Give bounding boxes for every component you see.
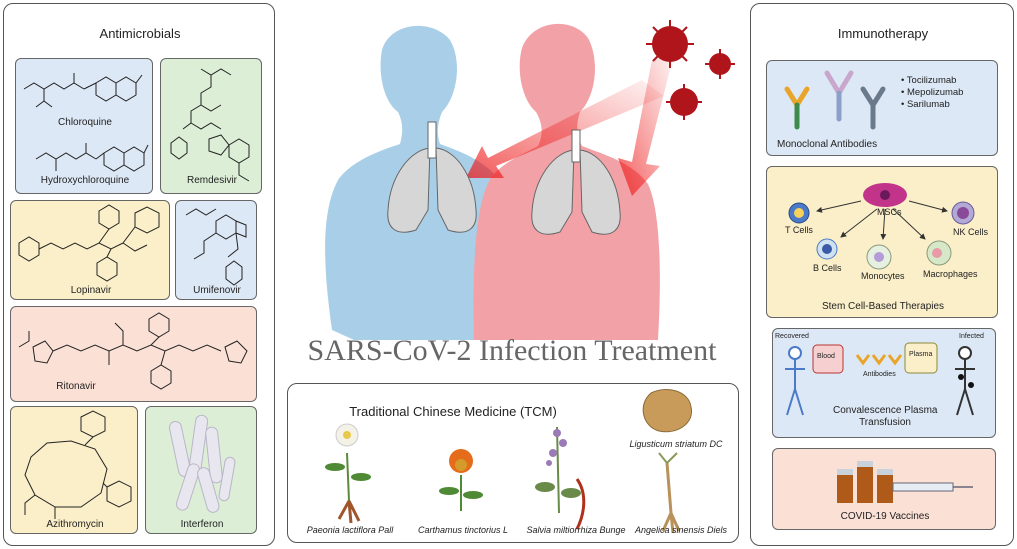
- ligusticum-root-image: [642, 389, 693, 433]
- tcm-plant-angelica: Angelica sinensis Diels: [634, 525, 728, 535]
- interferon-protein-image: [168, 414, 236, 513]
- tcm-title: Traditional Chinese Medicine (TCM): [349, 404, 557, 419]
- monoclonal-antibodies-box: • Tocilizumab • Mepolizumab • Sarilumab …: [766, 60, 998, 156]
- vaccine-vials-image: [837, 461, 973, 503]
- antibody-item: • Sarilumab: [901, 99, 950, 110]
- tcm-plant-ligusticum: Ligusticum striatum DC: [629, 439, 723, 449]
- interferon-box: Interferon: [145, 406, 257, 534]
- ritonavir-box: Ritonavir: [10, 306, 257, 402]
- lopinavir-structure: [18, 204, 160, 282]
- monocytes-label: Monocytes: [861, 271, 905, 281]
- infection-arrow: [618, 54, 674, 196]
- tcm-plant-salvia: Salvia miltiorrhiza Bunge: [526, 525, 626, 535]
- antimicrobials-title: Antimicrobials: [99, 26, 181, 41]
- plasma-transfusion-diagram: [785, 342, 975, 416]
- paeonia-plant-image: [325, 423, 371, 524]
- tcm-plants-illustration: [325, 389, 693, 534]
- remdesivir-structure: [170, 68, 250, 182]
- chloroquine-structure: [23, 73, 149, 172]
- plasma-transfusion-box: Recovered Infected Blood Plasma Antibodi…: [772, 328, 996, 438]
- plasma-title-line1: Convalescence Plasma: [833, 405, 938, 416]
- recovered-label: Recovered: [775, 333, 809, 340]
- salvia-plant-image: [535, 426, 586, 530]
- plasma-label: Plasma: [909, 351, 933, 358]
- stem-cell-box: MSCs T Cells NK Cells B Cells Monocytes …: [766, 166, 998, 318]
- nk-cells-label: NK Cells: [953, 227, 989, 237]
- antibodies-image: [784, 70, 886, 130]
- vaccines-label: COVID-19 Vaccines: [840, 511, 930, 522]
- vaccines-box: COVID-19 Vaccines: [772, 448, 996, 530]
- transmission-arrow: [466, 80, 664, 178]
- lungs-healthy: [387, 121, 477, 233]
- tcm-plant-carthamus: Carthamus tinctorius L: [417, 525, 509, 535]
- ritonavir-label: Ritonavir: [56, 381, 96, 392]
- b-cells-label: B Cells: [813, 263, 842, 273]
- mscs-label: MSCs: [877, 207, 902, 217]
- azithromycin-label: Azithromycin: [46, 519, 104, 530]
- plasma-title-line2: Transfusion: [859, 417, 911, 428]
- tcm-panel: Traditional Chinese Medicine (TCM): [287, 383, 739, 543]
- hydroxychloroquine-label: Hydroxychloroquine: [40, 175, 130, 186]
- remdesivir-label: Remdesivir: [186, 175, 237, 186]
- lungs-infected: [531, 129, 621, 235]
- carthamus-plant-image: [439, 449, 483, 511]
- lopinavir-label: Lopinavir: [70, 285, 112, 296]
- ritonavir-structure: [18, 312, 248, 390]
- monoclonal-antibodies-label: Monoclonal Antibodies: [777, 139, 878, 150]
- macrophages-label: Macrophages: [923, 269, 978, 279]
- infected-label: Infected: [959, 333, 984, 340]
- umifenovir-box: Umifenovir: [175, 200, 257, 300]
- antibody-list: • Tocilizumab • Mepolizumab • Sarilumab: [901, 75, 963, 111]
- antibody-item: • Mepolizumab: [901, 87, 964, 98]
- interferon-label: Interferon: [180, 519, 224, 530]
- stem-cell-therapies-label: Stem Cell-Based Therapies: [821, 301, 945, 312]
- umifenovir-structure: [185, 208, 247, 286]
- azithromycin-structure: [24, 410, 132, 519]
- t-cells-label: T Cells: [785, 225, 813, 235]
- main-title: SARS-CoV-2 Infection Treatment: [307, 334, 717, 367]
- tcm-plant-paeonia: Paeonia lactiflora Pall: [306, 525, 394, 535]
- azithromycin-box: Azithromycin: [10, 406, 138, 534]
- remdesivir-box: Remdesivir: [160, 58, 262, 194]
- antibodies-label: Antibodies: [863, 371, 896, 378]
- antibody-item: • Tocilizumab: [901, 75, 957, 86]
- umifenovir-label: Umifenovir: [193, 285, 241, 296]
- blood-label: Blood: [817, 353, 835, 360]
- lopinavir-box: Lopinavir: [10, 200, 170, 300]
- human-lungs-illustration: [325, 20, 735, 340]
- chloroquine-box: Chloroquine Hydroxychloroquine: [15, 58, 153, 194]
- immunotherapy-title: Immunotherapy: [837, 26, 929, 41]
- chloroquine-label: Chloroquine: [58, 117, 112, 128]
- stem-cell-diagram: [788, 183, 975, 270]
- angelica-root-image: [658, 452, 681, 534]
